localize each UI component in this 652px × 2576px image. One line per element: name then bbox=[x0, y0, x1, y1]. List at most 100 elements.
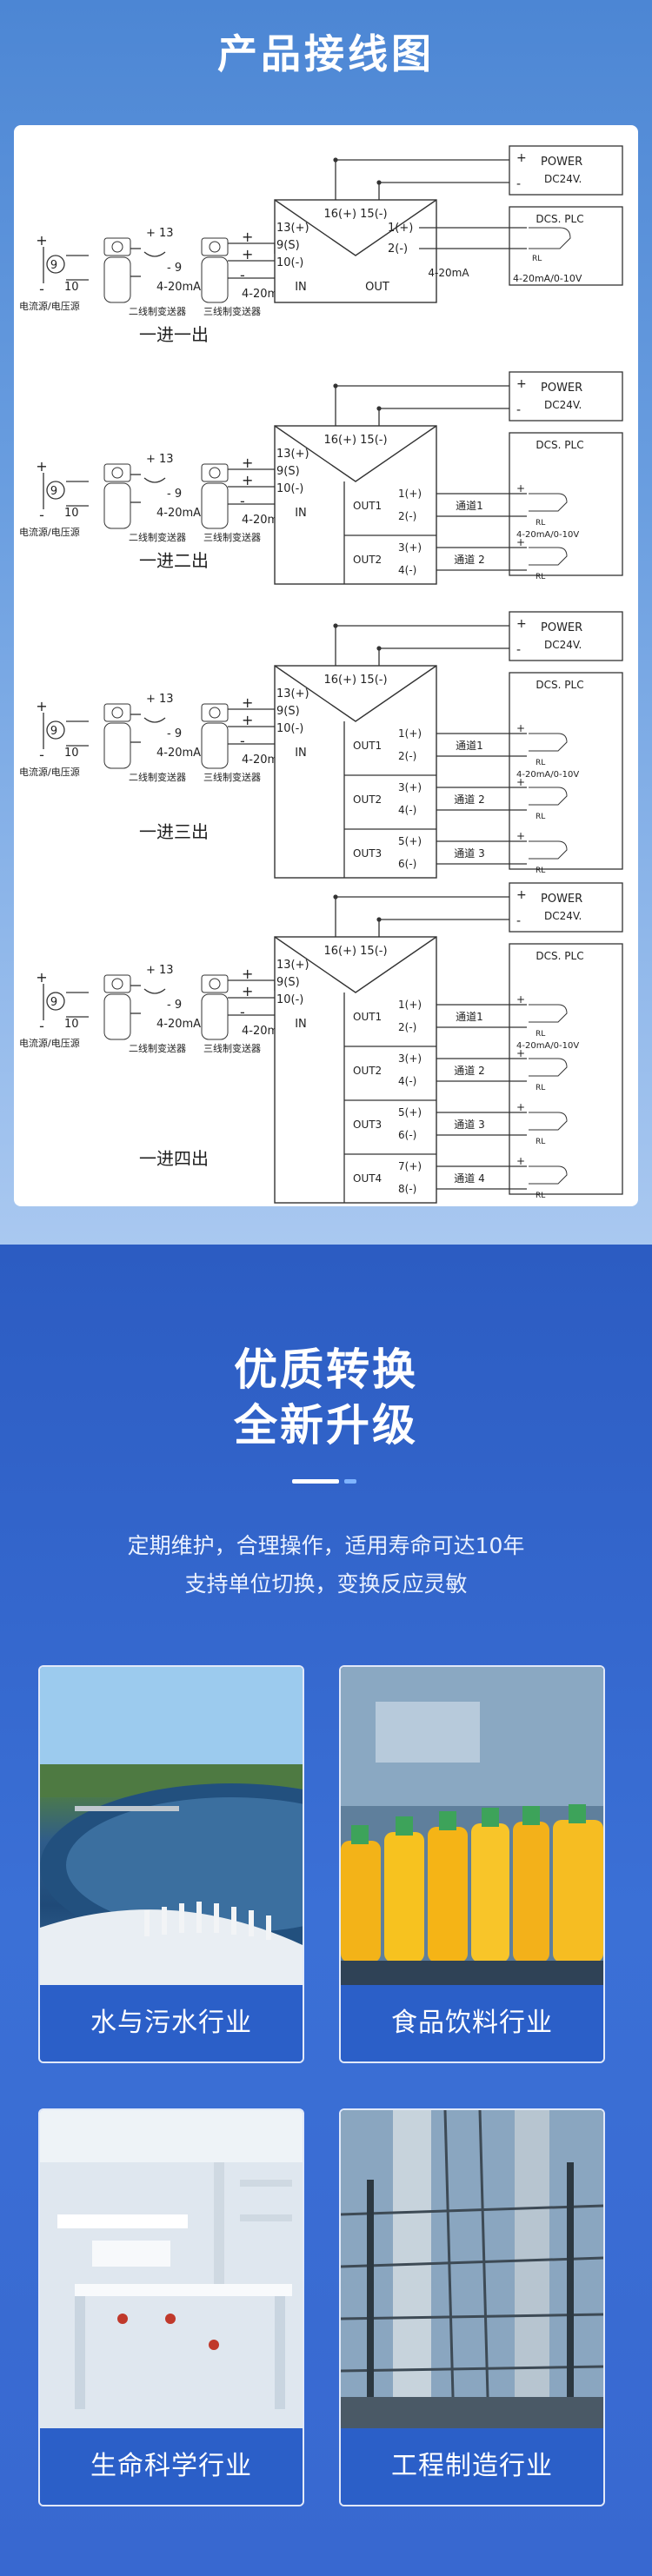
channel-label: 通道 2 bbox=[454, 793, 484, 806]
minus-sign: - bbox=[240, 267, 245, 283]
title-divider-accent bbox=[344, 1479, 356, 1484]
feature-section: 优质转换 全新升级 定期维护，合理操作，适用寿命可达10年 支持单位切换，变换反… bbox=[0, 1245, 652, 2576]
transmitter-gauge bbox=[111, 978, 123, 990]
rl-label: RL bbox=[536, 573, 545, 581]
minus-sign: - bbox=[516, 643, 521, 657]
three-wire-transmitter-body bbox=[201, 482, 229, 529]
minus-sign: - bbox=[240, 1004, 245, 1020]
in-label: IN bbox=[295, 1018, 307, 1031]
industry-label: 食品饮料行业 bbox=[341, 1985, 603, 2061]
terminal-dot bbox=[333, 157, 338, 163]
diagram-caption: 一进四出 bbox=[139, 1148, 209, 1169]
output-label: OUT2 bbox=[353, 554, 382, 566]
two-wire-current: 4-20mA bbox=[156, 507, 201, 520]
industry-card-food[interactable]: 食品饮料行业 bbox=[339, 1665, 605, 2063]
plus-sign: + bbox=[242, 229, 253, 245]
plus-sign: + bbox=[242, 455, 253, 471]
two-wire-transmitter-body bbox=[103, 256, 131, 303]
isolator-triangle bbox=[274, 425, 437, 482]
source-terminal-10: 10 bbox=[64, 1018, 79, 1031]
loop-arrow bbox=[143, 988, 166, 994]
two-wire-caption: 二线制变送器 bbox=[129, 771, 186, 783]
power-voltage: DC24V. bbox=[544, 910, 582, 922]
industry-label: 生命科学行业 bbox=[40, 2428, 303, 2505]
source-icon bbox=[46, 255, 65, 274]
source-icon bbox=[46, 720, 65, 740]
power-supply-box bbox=[509, 882, 623, 933]
out-terminal-plus: 1(+) bbox=[398, 488, 422, 500]
out-terminal-minus: 6(-) bbox=[398, 1129, 416, 1141]
in-terminal-9: 9(S) bbox=[276, 705, 300, 718]
water-treatment-photo bbox=[40, 1667, 303, 1985]
load-resistor-icon bbox=[529, 787, 568, 806]
plus-sign: + bbox=[242, 246, 253, 262]
receiver-title: DCS. PLC bbox=[536, 213, 583, 225]
plus-sign: + bbox=[516, 722, 525, 734]
receiver-signal: 4-20mA/0-10V bbox=[516, 1041, 579, 1051]
in-terminal-13: 13(+) bbox=[276, 687, 309, 700]
in-terminal-13: 13(+) bbox=[276, 959, 309, 972]
out-terminal-1: 1(+) bbox=[388, 222, 413, 235]
minus-sign: - bbox=[240, 733, 245, 749]
three-wire-caption: 三线制变送器 bbox=[203, 771, 261, 783]
two-wire-transmitter-body bbox=[103, 722, 131, 769]
load-resistor-icon bbox=[529, 227, 571, 249]
terminal-dot bbox=[376, 917, 382, 922]
in-terminal-9: 9(S) bbox=[276, 465, 300, 478]
diagram-caption: 一进三出 bbox=[139, 821, 209, 842]
laboratory-photo bbox=[40, 2110, 303, 2428]
output-label: OUT1 bbox=[353, 740, 382, 752]
feature-desc-line2: 支持单位切换，变换反应灵敏 bbox=[184, 1571, 468, 1597]
source-icon bbox=[46, 992, 65, 1011]
plus-sign: + bbox=[242, 694, 253, 711]
power-label: POWER bbox=[541, 382, 582, 395]
isolator-triangle bbox=[274, 665, 437, 722]
terminal-dot bbox=[376, 180, 382, 185]
plus-sign: + bbox=[242, 712, 253, 728]
minus-sign: - bbox=[39, 1018, 44, 1034]
rl-label: RL bbox=[536, 1138, 545, 1146]
load-resistor-icon bbox=[529, 840, 568, 860]
output-label: OUT3 bbox=[353, 1119, 382, 1131]
channel-label: 通道 3 bbox=[454, 1119, 484, 1131]
plus-sign: + bbox=[516, 482, 525, 495]
industry-card-engineering[interactable]: 工程制造行业 bbox=[339, 2108, 605, 2506]
industry-label: 水与污水行业 bbox=[40, 1985, 303, 2061]
rl-label: RL bbox=[532, 255, 542, 263]
out-label: OUT bbox=[365, 281, 389, 294]
plus-sign: + bbox=[516, 830, 525, 842]
source-caption: 电流源/电压源 bbox=[19, 526, 80, 538]
plus-sign: + bbox=[36, 458, 47, 475]
industry-card-water[interactable]: 水与污水行业 bbox=[38, 1665, 304, 2063]
minus-sign: - bbox=[39, 507, 44, 523]
minus-sign: - bbox=[240, 493, 245, 509]
output-label: OUT2 bbox=[353, 793, 382, 806]
feature-title-line2: 全新升级 bbox=[234, 1400, 418, 1451]
plus-sign: + bbox=[242, 966, 253, 982]
channel-label: 通道 4 bbox=[454, 1172, 484, 1185]
isolator-box bbox=[274, 199, 437, 303]
two-wire-current: 4-20mA bbox=[156, 747, 201, 760]
in-terminal-9: 9(S) bbox=[276, 976, 300, 989]
rl-label: RL bbox=[536, 759, 545, 767]
power-label: POWER bbox=[541, 621, 582, 634]
out-terminal-minus: 6(-) bbox=[398, 858, 416, 870]
channel-label: 通道1 bbox=[456, 1011, 483, 1023]
two-wire-transmitter-icon bbox=[103, 463, 131, 482]
rl-label: RL bbox=[536, 1030, 545, 1039]
plus-sign: + bbox=[36, 232, 47, 249]
out-terminal-minus: 4(-) bbox=[398, 1075, 416, 1087]
power-terminals: 16(+) 15(-) bbox=[323, 674, 387, 687]
rl-label: RL bbox=[536, 1192, 545, 1200]
source-caption: 电流源/电压源 bbox=[19, 766, 80, 778]
plus-sign: + bbox=[516, 151, 527, 165]
load-resistor-icon bbox=[529, 547, 568, 566]
rl-label: RL bbox=[536, 866, 545, 875]
power-voltage: DC24V. bbox=[544, 399, 582, 411]
two-wire-transmitter-icon bbox=[103, 703, 131, 722]
source-terminal-10: 10 bbox=[64, 281, 79, 294]
out-terminal-plus: 5(+) bbox=[398, 1106, 422, 1119]
receiver-box bbox=[509, 206, 623, 286]
industry-card-life-science[interactable]: 生命科学行业 bbox=[38, 2108, 304, 2506]
